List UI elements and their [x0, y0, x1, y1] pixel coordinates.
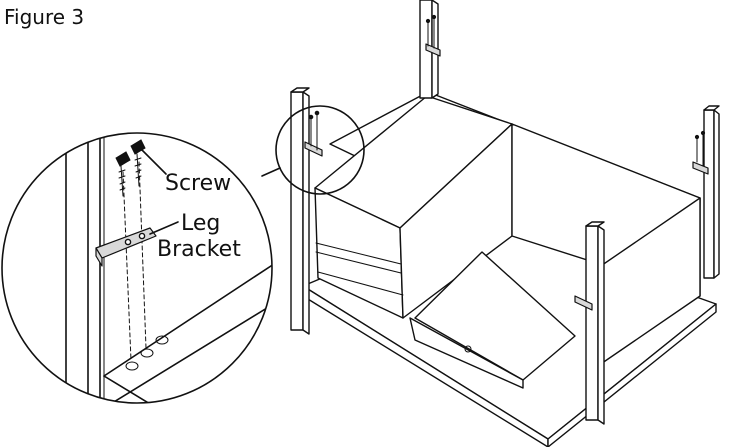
screws-back-right [694, 130, 706, 167]
detail-magnified-contents [2, 133, 272, 403]
drawer-rail-3 [317, 271, 404, 296]
screws-back-left [425, 14, 437, 49]
detail-leader-line [261, 167, 281, 177]
screw-callout-line [141, 149, 167, 175]
screw-label: Screw [165, 171, 231, 196]
detail-magnify-circle [1, 132, 273, 404]
table-assembly [290, 0, 720, 447]
tray-knob [464, 345, 472, 353]
leg-back-right [703, 105, 720, 279]
leg-front-left [290, 87, 310, 335]
tray-front [409, 317, 524, 389]
drawer-rail-2 [315, 251, 402, 274]
leg-bracket-label-line1: Leg [181, 211, 220, 236]
drawer-rail-1 [315, 242, 402, 265]
leg-bracket-front-right [574, 295, 593, 311]
detail-focus-circle [275, 105, 365, 195]
pre-drilled-holes [125, 335, 169, 371]
bracket-callout-line [149, 221, 179, 235]
leg-bracket-label-line2: Bracket [157, 237, 241, 262]
screws-front-left [308, 110, 320, 151]
screw-detail-right [130, 139, 146, 187]
tray-bottom [414, 251, 576, 381]
figure-label: Figure 3 [4, 5, 84, 29]
leg-front-right [585, 221, 605, 425]
screw-detail-left [115, 151, 131, 197]
leg-bracket-back-left [425, 43, 441, 57]
leg-bracket-front-left [304, 141, 323, 157]
